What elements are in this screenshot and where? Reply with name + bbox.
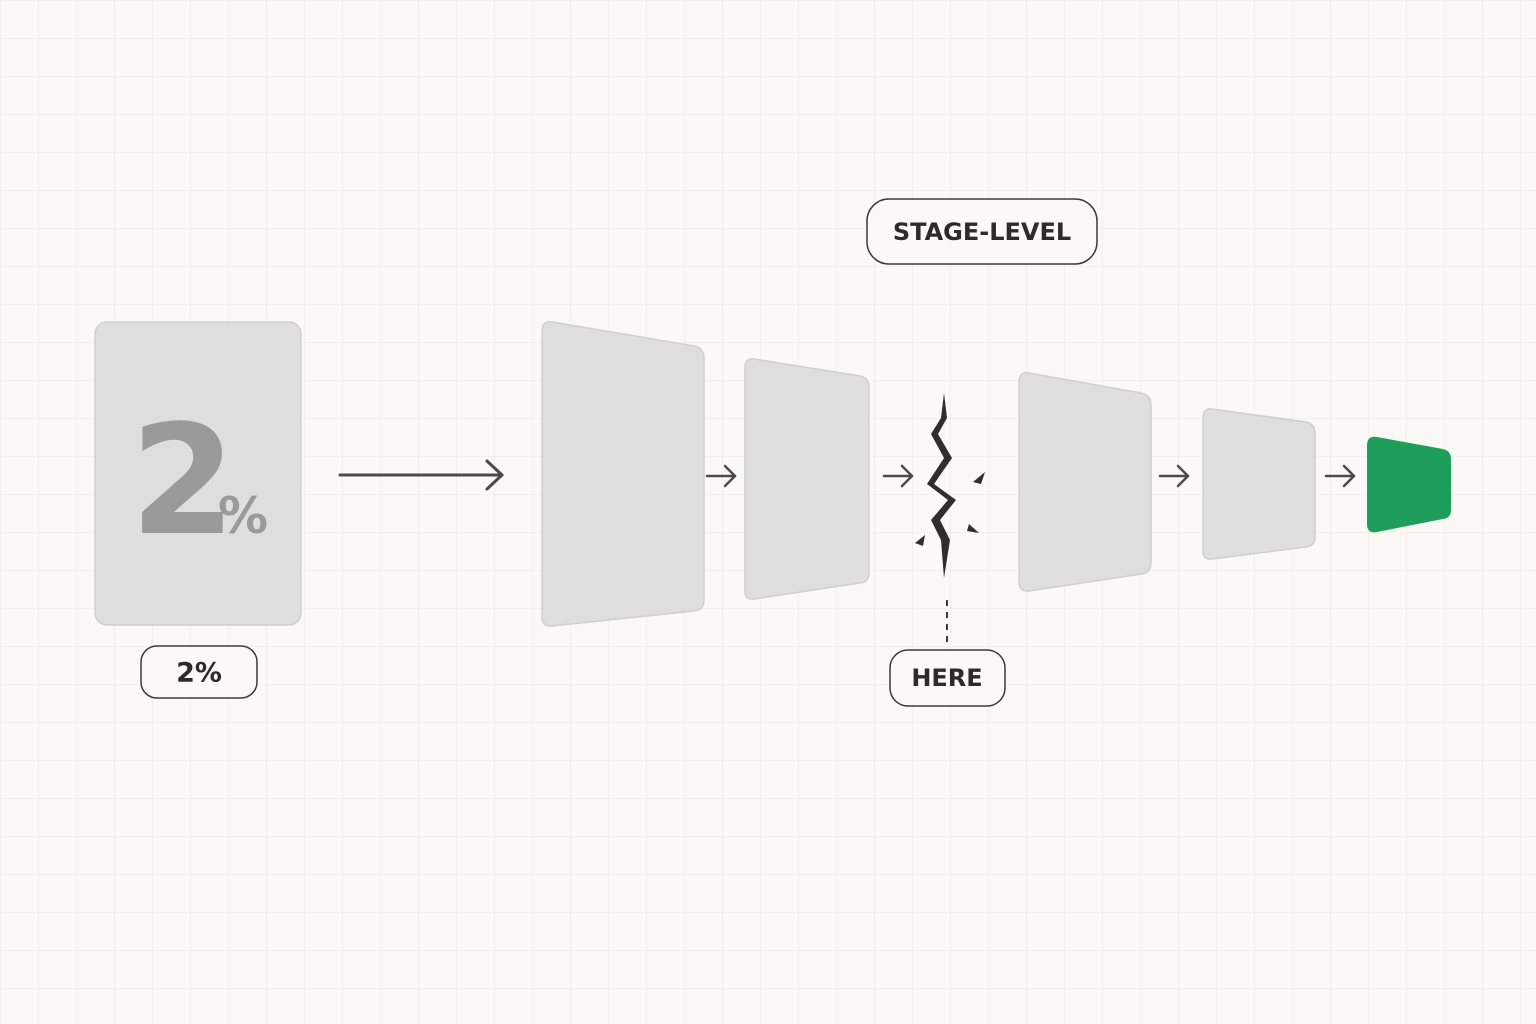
source-card-body <box>94 321 302 626</box>
arrow-3 <box>1158 464 1190 488</box>
stage-4-block <box>1202 408 1316 560</box>
stage-level-label: STAGE-LEVEL <box>893 218 1071 246</box>
source-card-digit: 2 <box>130 392 236 569</box>
source-caption-pill: 2% <box>140 645 258 699</box>
output-block <box>1367 436 1451 533</box>
break-crack-icon <box>915 393 985 578</box>
arrow-long <box>338 459 504 491</box>
stage-level-label-pill: STAGE-LEVEL <box>866 198 1098 265</box>
here-label-pill: HERE <box>889 649 1006 707</box>
source-card-percent: % <box>218 487 268 545</box>
stage-2-block <box>744 358 870 600</box>
arrow-2 <box>882 464 914 488</box>
source-caption-label: 2% <box>176 658 222 689</box>
arrow-4 <box>1324 464 1356 488</box>
stage-1-block <box>541 320 705 627</box>
source-card: 2 % <box>94 321 302 626</box>
arrow-1 <box>705 464 737 488</box>
stage-3-block <box>1018 371 1152 592</box>
here-label: HERE <box>911 664 982 692</box>
